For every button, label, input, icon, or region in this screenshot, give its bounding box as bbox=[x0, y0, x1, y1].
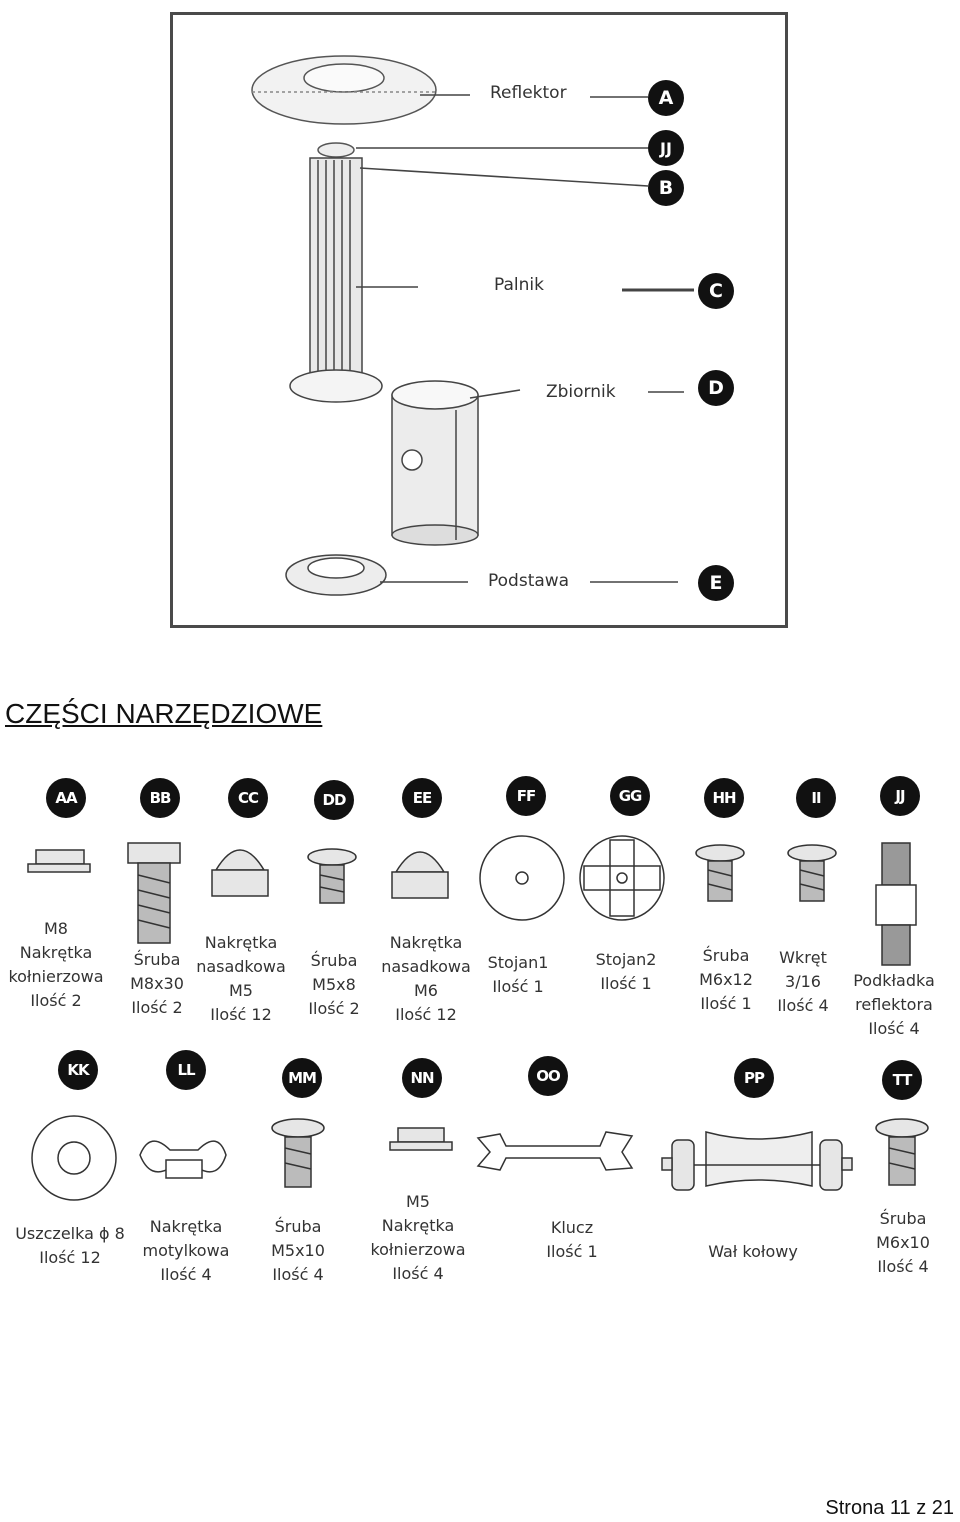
podstawa-label: Podstawa bbox=[488, 571, 570, 591]
flange-nut-icon bbox=[389, 1127, 453, 1151]
part-badge-jj: JJ bbox=[880, 776, 920, 816]
part-badge-mm: MM bbox=[282, 1058, 322, 1098]
leader-lines bbox=[356, 94, 694, 583]
screw-icon bbox=[695, 844, 745, 902]
reflector-drawing bbox=[251, 55, 437, 125]
spacer-icon bbox=[875, 842, 917, 966]
marker-jj: JJ bbox=[648, 130, 684, 166]
page-number: Strona 11 z 21 bbox=[825, 1497, 954, 1519]
wrench-icon bbox=[476, 1131, 634, 1171]
screw-icon bbox=[787, 844, 837, 902]
part-badge-oo: OO bbox=[528, 1056, 568, 1096]
cap-nut-icon bbox=[211, 849, 269, 897]
marker-d: D bbox=[698, 370, 734, 406]
ring-drawing bbox=[317, 142, 355, 158]
part-badge-nn: NN bbox=[402, 1058, 442, 1098]
stator-disc-icon bbox=[479, 835, 565, 921]
part-badge-bb: BB bbox=[140, 778, 180, 818]
flange-nut-icon bbox=[27, 849, 91, 873]
bolt-icon bbox=[127, 842, 181, 944]
part-label-pp: Wał kołowy bbox=[708, 1242, 798, 1261]
section-title: CZĘŚCI NARZĘDZIOWE bbox=[5, 698, 323, 729]
screw-icon bbox=[271, 1118, 325, 1188]
part-badge-ii: II bbox=[796, 778, 836, 818]
marker-b: B bbox=[648, 170, 684, 206]
base-drawing bbox=[285, 554, 387, 596]
part-badge-ee: EE bbox=[402, 778, 442, 818]
part-badge-pp: PP bbox=[734, 1058, 774, 1098]
part-badge-ff: FF bbox=[506, 776, 546, 816]
part-badge-cc: CC bbox=[228, 778, 268, 818]
part-badge-tt: TT bbox=[882, 1060, 922, 1100]
part-badge-ll: LL bbox=[166, 1050, 206, 1090]
screw-icon bbox=[875, 1118, 929, 1186]
diagram-frame bbox=[170, 12, 788, 628]
wheel-axle-icon bbox=[661, 1131, 853, 1191]
marker-e: E bbox=[698, 565, 734, 601]
wing-nut-icon bbox=[139, 1140, 227, 1179]
reflektor-label: Reflektor bbox=[490, 83, 567, 103]
marker-c: C bbox=[698, 273, 734, 309]
burner-drawing bbox=[289, 157, 383, 403]
part-badge-aa: AA bbox=[46, 778, 86, 818]
stator-cross-icon bbox=[579, 835, 665, 921]
screw-icon bbox=[307, 848, 357, 904]
part-badge-hh: HH bbox=[704, 778, 744, 818]
washer-icon bbox=[31, 1115, 117, 1201]
zbiornik-label: Zbiornik bbox=[546, 382, 616, 402]
heater-exploded-drawing bbox=[251, 55, 694, 596]
tank-drawing bbox=[391, 380, 479, 546]
marker-a: A bbox=[648, 80, 684, 116]
part-badge-kk: KK bbox=[58, 1050, 98, 1090]
part-badge-gg: GG bbox=[610, 776, 650, 816]
palnik-label: Palnik bbox=[494, 275, 544, 295]
part-badge-dd: DD bbox=[314, 780, 354, 820]
cap-nut-icon bbox=[391, 851, 449, 899]
